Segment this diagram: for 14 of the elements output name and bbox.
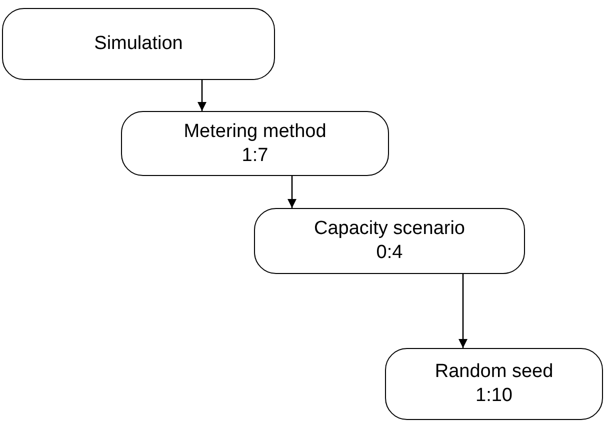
arrow [288, 176, 296, 208]
ratio-text: 1:10 [476, 384, 512, 408]
process-box [121, 111, 389, 176]
ratio-text: 0:4 [376, 241, 403, 265]
arrow [458, 274, 468, 348]
box-title: Metering method [184, 120, 326, 144]
box-title: Random seed [434, 360, 554, 384]
box-title: Capacity scenario [314, 217, 466, 241]
process-box [385, 348, 603, 420]
box-title: Simulation [94, 32, 183, 56]
process-box [254, 208, 525, 274]
process-box [2, 8, 275, 80]
arrow [198, 80, 206, 111]
ratio-text: 1:7 [242, 144, 268, 168]
